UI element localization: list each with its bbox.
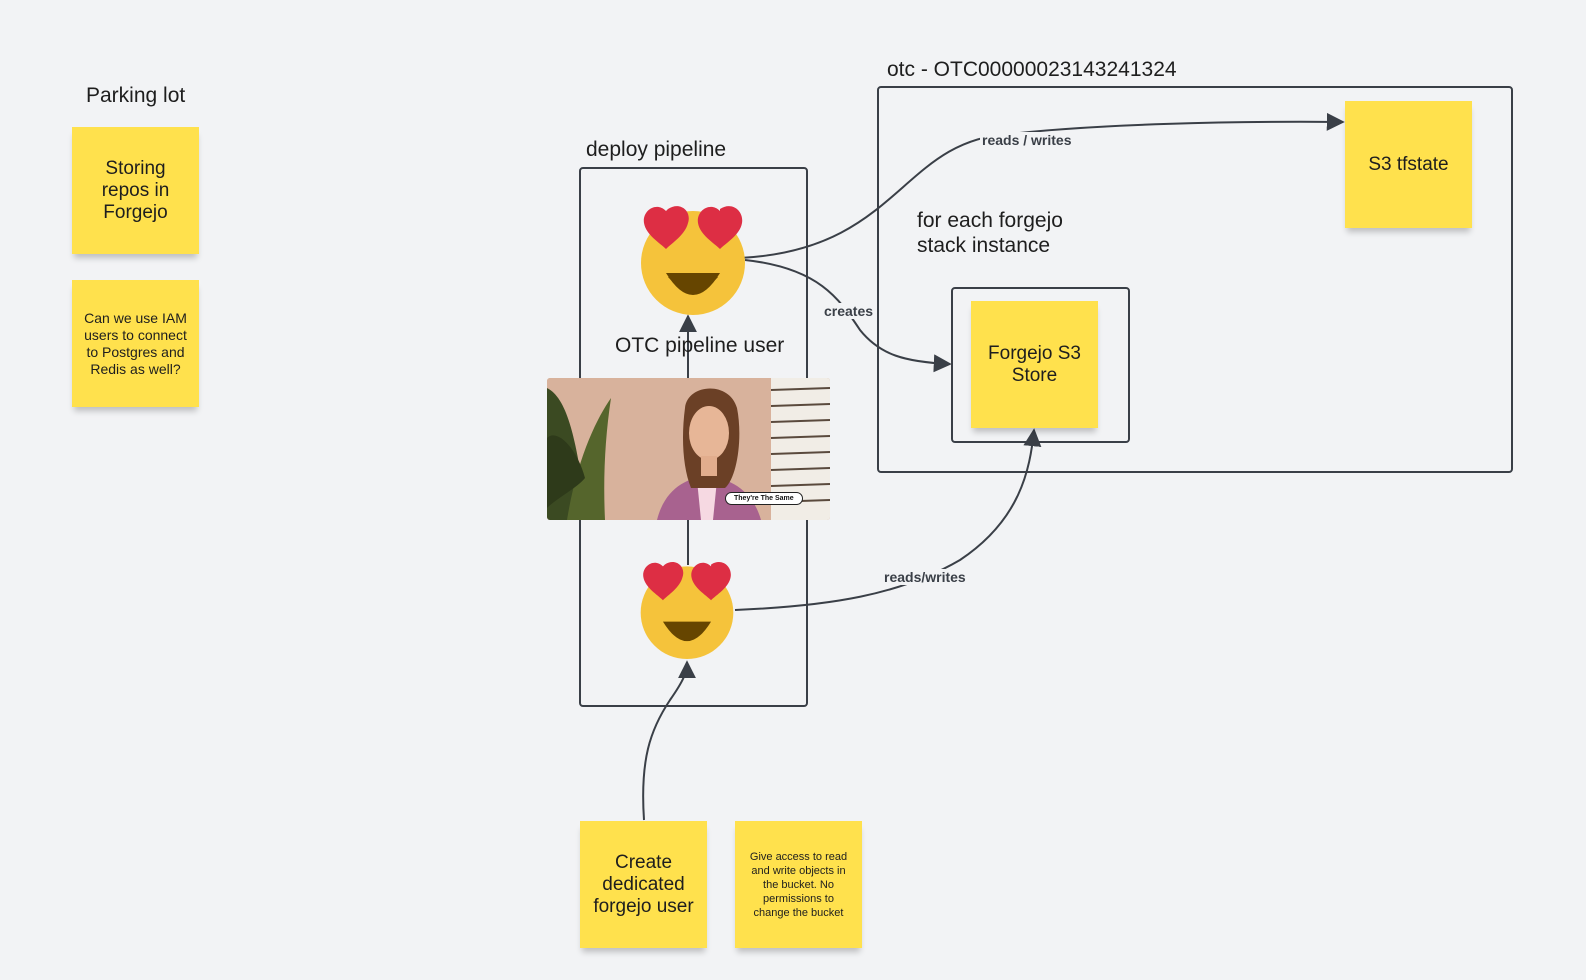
edge-creates[interactable]	[744, 259, 952, 373]
pipeline-user-label: OTC pipeline user	[615, 334, 785, 357]
sticky-s3-tfstate-text: S3 tfstate	[1368, 153, 1449, 175]
meme-image[interactable]: They're The Same	[547, 378, 830, 520]
heart-eyes-emoji-icon[interactable]	[638, 561, 736, 659]
deploy-pipeline-title: deploy pipeline	[586, 138, 727, 161]
otc-account-frame[interactable]	[877, 86, 1513, 473]
sticky-iam-users[interactable]: Can we use IAM users to connect to Postg…	[72, 280, 199, 407]
edge-reads-writes-store[interactable]	[734, 428, 1042, 611]
sticky-create-user-text: Create dedicated forgejo user	[593, 851, 694, 917]
otc-account-title: otc - OTC00000023143241324	[887, 58, 1177, 81]
creates-label: creates	[822, 303, 876, 319]
sticky-storing-repos-text: Storing repos in Forgejo	[101, 157, 170, 223]
sticky-give-access-text: Give access to read and write objects in…	[749, 850, 848, 919]
sticky-s3-tfstate[interactable]: S3 tfstate	[1345, 101, 1472, 228]
sticky-storing-repos[interactable]: Storing repos in Forgejo	[72, 127, 199, 254]
sticky-forgejo-s3-store-text: Forgejo S3 Store	[988, 342, 1081, 386]
edge-create-user-to-emoji[interactable]	[642, 660, 696, 821]
sticky-iam-users-text: Can we use IAM users to connect to Postg…	[84, 309, 187, 377]
reads-writes-tfstate-label: reads / writes	[980, 132, 1074, 148]
reads-writes-store-label: reads/writes	[882, 569, 968, 585]
parking-lot-title: Parking lot	[86, 84, 186, 107]
sticky-give-access[interactable]: Give access to read and write objects in…	[735, 821, 862, 948]
sticky-create-user[interactable]: Create dedicated forgejo user	[580, 821, 707, 948]
heart-eyes-emoji-icon[interactable]	[638, 205, 748, 315]
meme-caption: They're The Same	[725, 492, 803, 505]
for-each-label: for each forgejo stack instance	[917, 209, 1063, 257]
forgejo-stack-frame[interactable]	[951, 287, 1130, 443]
sticky-forgejo-s3-store[interactable]: Forgejo S3 Store	[971, 301, 1098, 428]
